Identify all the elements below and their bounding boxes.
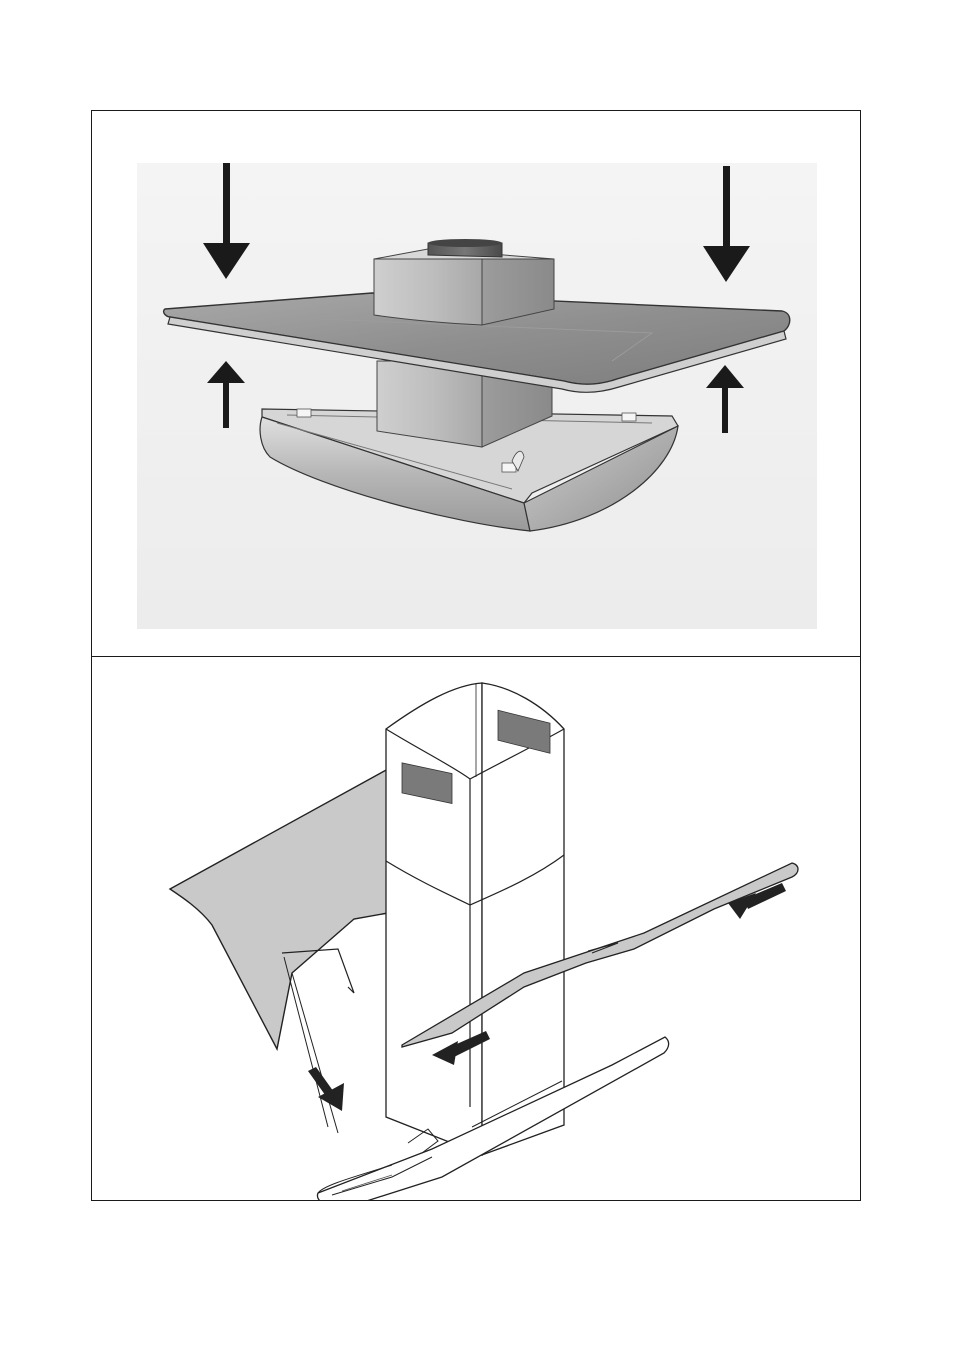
tray-clip-left bbox=[297, 409, 311, 417]
tray-clip-right bbox=[622, 413, 636, 421]
arrow-slide-down-left bbox=[308, 1067, 344, 1111]
panel-glass-canopy bbox=[92, 111, 860, 656]
insertion-illustration bbox=[92, 657, 859, 1200]
chimney-column bbox=[386, 683, 564, 1155]
canopy-illustration bbox=[92, 111, 859, 656]
glass-panel-left bbox=[170, 769, 388, 1049]
figure-frame bbox=[91, 110, 861, 1201]
panel-glass-insertion bbox=[92, 657, 860, 1200]
